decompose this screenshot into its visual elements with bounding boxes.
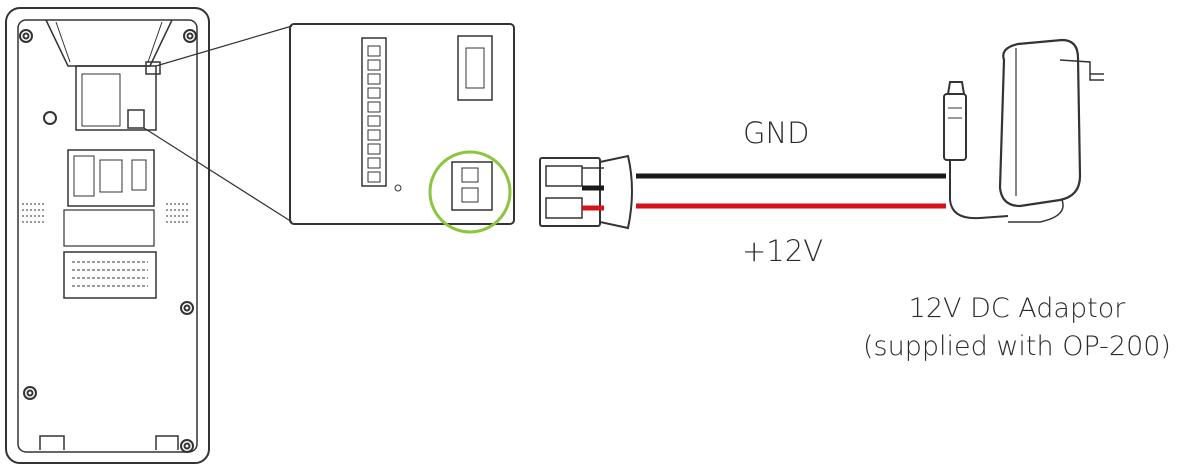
- dc-barrel-plug: [943, 81, 1009, 220]
- adapter-body: [998, 38, 1104, 223]
- adaptor-label-line1: 12V DC Adaptor: [908, 293, 1126, 324]
- device-rear-panel: [5, 7, 210, 464]
- plus12v-label: +12V: [742, 234, 824, 268]
- zoomed-board: [289, 23, 515, 225]
- cable-plug-connector: [539, 154, 633, 230]
- zoom-callout-lines: [143, 25, 293, 223]
- gnd-label: GND: [743, 116, 810, 150]
- highlight-circle: [428, 150, 512, 234]
- adaptor-label: 12V DC Adaptor (supplied with OP-200): [842, 290, 1192, 366]
- adaptor-label-line2: (supplied with OP-200): [863, 331, 1171, 362]
